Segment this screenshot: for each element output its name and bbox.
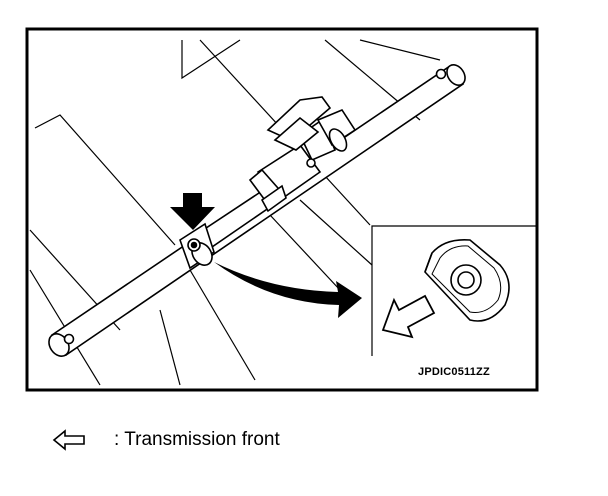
illustration [25, 27, 539, 392]
pointer-arrow-icon [170, 193, 215, 230]
bracket-bolt [306, 158, 316, 168]
background-lines [29, 39, 441, 386]
hollow-left-arrow-icon [52, 429, 85, 451]
rod-end-hole [63, 333, 75, 345]
detail-curved-arrow [214, 262, 362, 318]
transmission-front-arrow-icon [381, 294, 436, 339]
legend: : Transmission front [52, 427, 280, 453]
shift-rod [48, 64, 466, 357]
rod-end-hole-top [435, 68, 447, 80]
figure-frame [25, 27, 539, 392]
figure-code: JPDIC0511ZZ [418, 366, 490, 378]
detail-inset [371, 225, 537, 356]
legend-text: : Transmission front [114, 429, 280, 450]
